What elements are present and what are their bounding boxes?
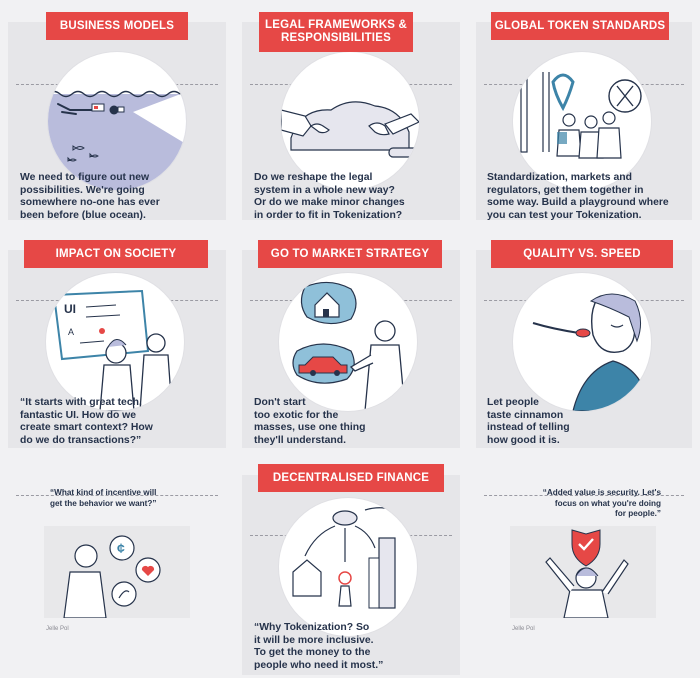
side-quote: “What kind of incentive will get the beh… [50,488,157,508]
illustration-car-and-house [279,273,417,411]
svg-text:¢: ¢ [117,540,125,556]
side-quote: “Added value is security. Let's focus on… [542,488,661,518]
card-title: IMPACT ON SOCIETY [24,240,208,268]
card-caption: Don't start too exotic for the masses, u… [254,397,366,446]
card-title: GLOBAL TOKEN STANDARDS [491,12,669,40]
sketch-credit: Jelle Pol [46,626,69,632]
card-caption: Do we reshape the legal system in a whol… [254,172,405,221]
card-caption: We need to figure out new possibilities.… [20,172,160,221]
card-title: DECENTRALISED FINANCE [258,464,444,492]
card-title: LEGAL FRAMEWORKS & RESPONSIBILITIES [259,12,413,52]
card-caption: “Why Tokenization? So it will be more in… [254,622,384,671]
sketch-security [510,526,656,618]
card-caption: Let people taste cinnamon instead of tel… [487,397,570,446]
svg-text:A: A [68,327,74,337]
svg-text:UI: UI [64,302,76,316]
sketch-credit: Jelle Pol [512,626,535,632]
illustration-money-flow [279,498,417,636]
illustration-playground [513,52,651,190]
illustration-blue-ocean [48,52,186,190]
illustration-shaping-dough [281,52,419,190]
sketch-incentive: ¢ [44,526,190,618]
card-title: BUSINESS MODELS [46,12,188,40]
illustration-tasting [513,273,651,411]
divider [484,495,684,496]
illustration-whiteboard: UI A [46,273,184,411]
divider [16,495,218,496]
card-title: QUALITY VS. SPEED [491,240,673,268]
card-caption: Standardization, markets and regulators,… [487,172,669,221]
card-caption: “It starts with great tech, fantastic UI… [20,397,153,446]
card-title: GO TO MARKET STRATEGY [258,240,442,268]
